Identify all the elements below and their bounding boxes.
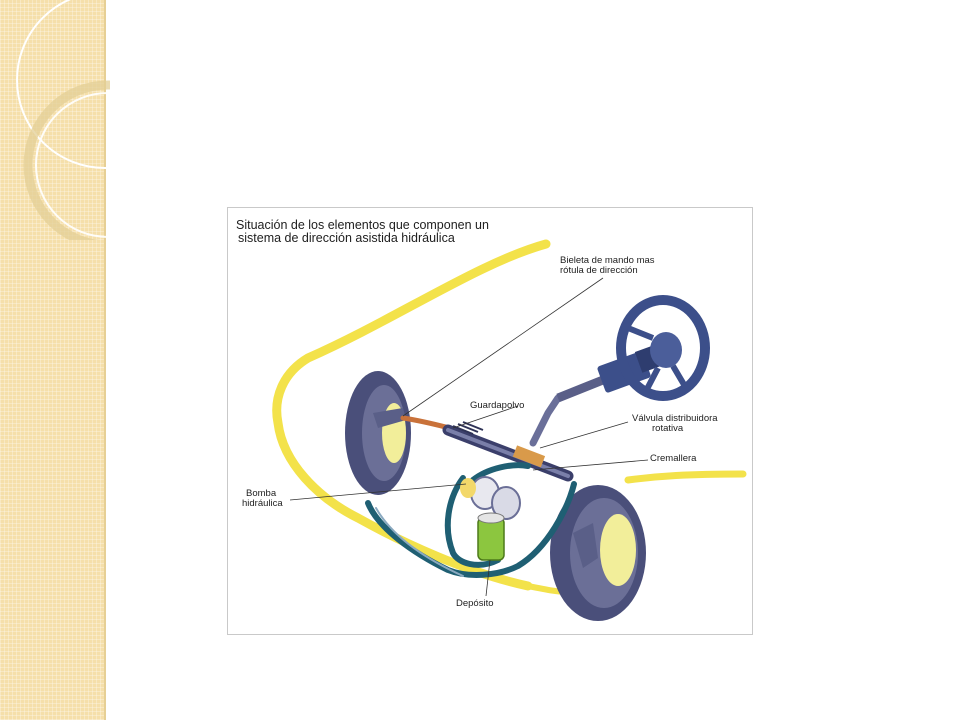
label-bieleta-line2: rótula de dirección <box>560 265 638 276</box>
diagram-title-line1: Situación de los elementos que componen … <box>236 218 489 232</box>
label-bomba: Bomba hidráulica <box>242 489 283 509</box>
right-wheel <box>550 485 646 621</box>
ring-outer <box>23 80 110 240</box>
label-guardapolvo: Guardapolvo <box>470 400 525 411</box>
decorative-rings <box>16 0 110 240</box>
label-valvula: Válvula distribuidora rotativa <box>632 414 718 434</box>
hydraulic-hoses <box>365 462 577 578</box>
fluid-reservoir <box>477 512 505 561</box>
car-body-outline-right <box>624 470 747 484</box>
label-bieleta: Bieleta de mando mas rótula de dirección <box>560 256 655 276</box>
label-bomba-line1: Bomba <box>246 488 277 499</box>
diagram-frame: Situación de los elementos que componen … <box>227 207 753 635</box>
hydraulic-pump <box>460 476 521 520</box>
label-bieleta-line1: Bieleta de mando mas <box>560 255 655 266</box>
ring-inner <box>35 92 110 238</box>
label-deposito: Depósito <box>456 598 494 609</box>
steering-system-illustration <box>272 239 747 621</box>
label-valvula-line1: Válvula distribuidora <box>632 413 718 424</box>
label-cremallera: Cremallera <box>650 453 697 464</box>
steering-wheel <box>616 295 710 401</box>
ring-large <box>16 0 110 169</box>
diagram-title: Situación de los elementos que componen … <box>236 219 489 245</box>
car-body-outline <box>272 239 551 591</box>
left-wheel <box>345 371 411 495</box>
label-bomba-line2: hidráulica <box>242 498 283 509</box>
label-valvula-line2: rotativa <box>652 423 684 434</box>
leader-lines <box>289 277 649 597</box>
diagram-title-line2: sistema de dirección asistida hidráulica <box>238 231 455 245</box>
